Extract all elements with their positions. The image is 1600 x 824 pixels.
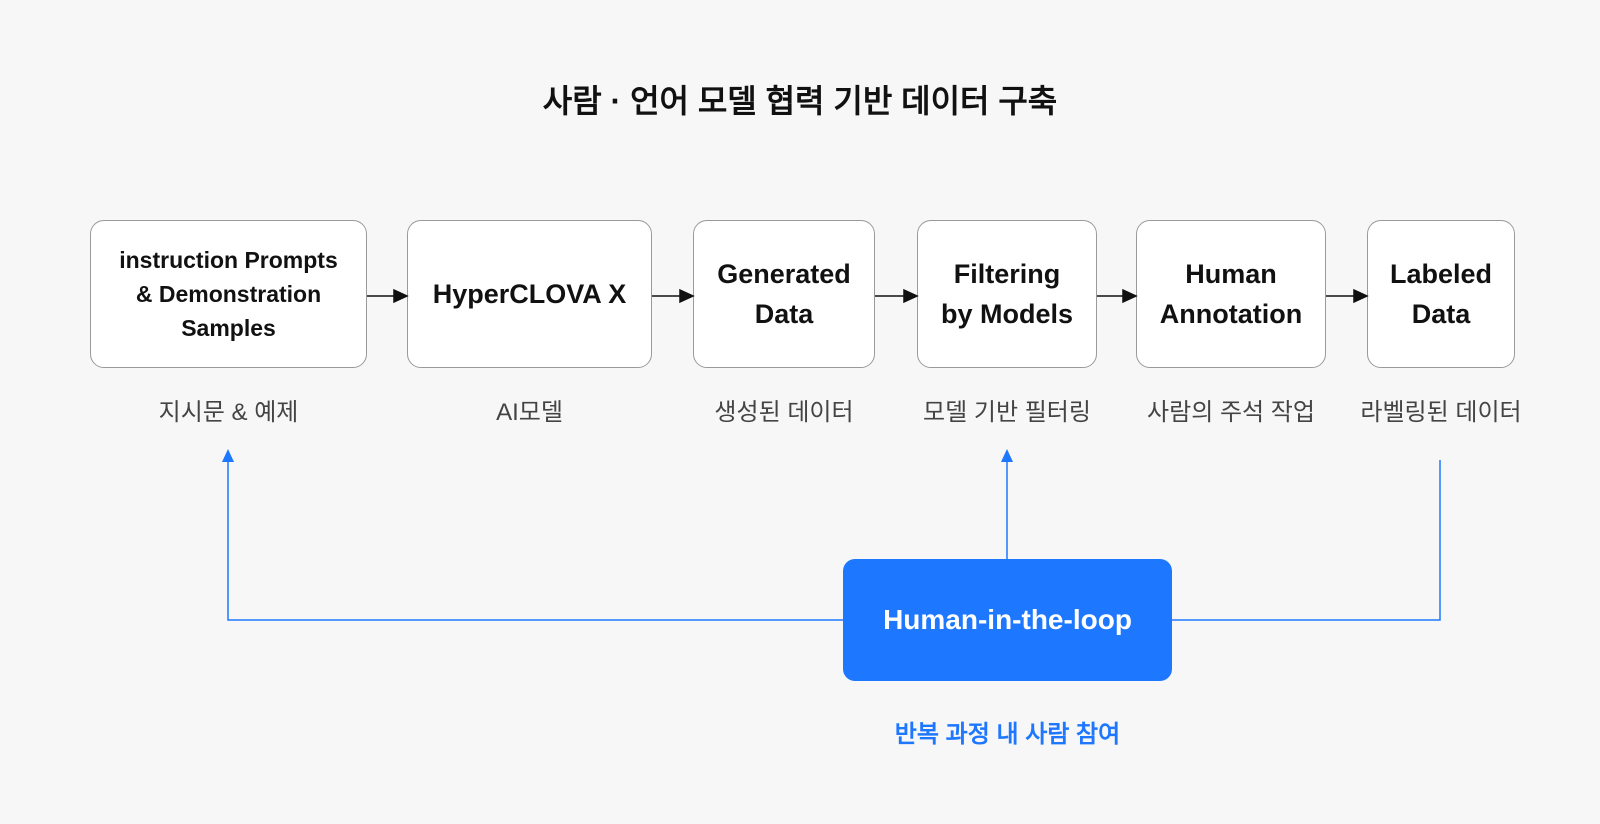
step-labeled-data: Labeled Data — [1367, 220, 1515, 368]
arrow-head-5 — [1353, 288, 1369, 304]
loop-arrow-head-middle — [1001, 449, 1013, 462]
human-in-the-loop-caption: 반복 과정 내 사람 참여 — [894, 721, 1121, 748]
caption-annotation: 사람의 주석 작업 — [1147, 399, 1315, 426]
human-in-the-loop-box: Human-in-the-loop — [843, 559, 1172, 681]
step-hyperclova-x: HyperCLOVA X — [407, 220, 652, 368]
diagram-title: 사람 · 언어 모델 협력 기반 데이터 구축 — [542, 83, 1058, 119]
human-in-the-loop-label: Human-in-the-loop — [883, 604, 1132, 635]
step-generated-data: Generated Data — [693, 220, 875, 368]
arrow-head-2 — [679, 288, 695, 304]
loop-arrow-head-left — [222, 449, 234, 462]
step-filtering: Filtering by Models — [917, 220, 1097, 368]
step-human-annotation: Human Annotation — [1136, 220, 1326, 368]
arrow-head-1 — [393, 288, 409, 304]
caption-ai-model: AI모델 — [496, 399, 563, 426]
arrow-head-4 — [1122, 288, 1138, 304]
step-instruction-prompts: instruction Prompts & Demonstration Samp… — [90, 220, 367, 368]
caption-labeled: 라벨링된 데이터 — [1360, 399, 1522, 426]
arrow-head-3 — [903, 288, 919, 304]
caption-filtering: 모델 기반 필터링 — [923, 399, 1091, 426]
caption-instruction: 지시문 & 예제 — [158, 399, 299, 426]
loop-line-left — [227, 460, 843, 621]
loop-line-right — [1172, 460, 1441, 621]
caption-generated: 생성된 데이터 — [714, 399, 854, 426]
